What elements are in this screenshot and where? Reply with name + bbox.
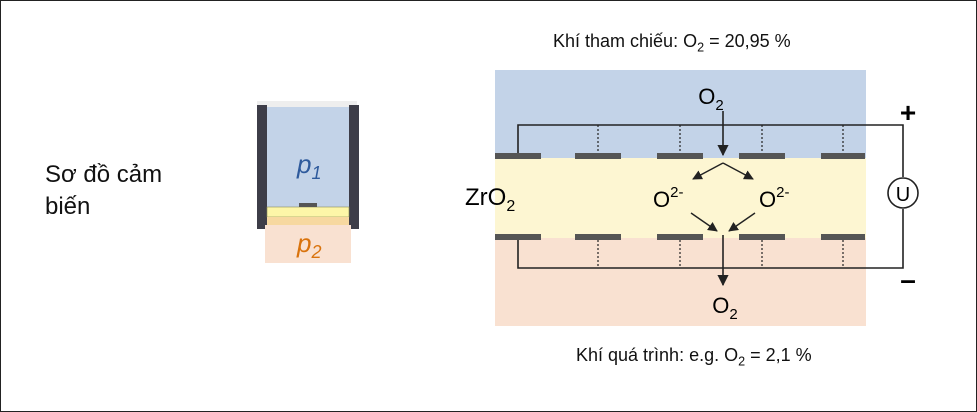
- top-collector-wire: [517, 124, 904, 177]
- plus-terminal: +: [900, 97, 916, 128]
- bottom-electrode: [495, 234, 541, 240]
- small-sensor-sketch: p1 p2: [257, 101, 359, 263]
- o2-bottom-label: O2: [712, 293, 737, 323]
- sensor-electrode: [299, 203, 317, 207]
- p2-chamber: [265, 225, 351, 263]
- sensor-cap-line: [257, 101, 357, 107]
- p2-label: p2: [296, 228, 321, 262]
- top-electrode: [739, 153, 785, 159]
- diagram-caption: Sơ đồ cảm biến: [45, 159, 162, 223]
- ion-merge-arrow-left: [690, 212, 718, 232]
- zro2-label: ZrO2: [465, 184, 515, 215]
- bottom-electrode: [739, 234, 785, 240]
- bottom-electrode: [575, 234, 621, 240]
- bottom-electrodes: [495, 234, 865, 240]
- minus-terminal: –: [900, 264, 916, 295]
- top-electrode: [657, 153, 703, 159]
- top-electrodes: [495, 153, 865, 159]
- p1-label: p1: [296, 149, 321, 183]
- sensor-lower-layer: [267, 217, 349, 225]
- p1-chamber: [265, 107, 349, 207]
- ion-merge-arrow-right: [728, 212, 756, 232]
- bottom-collector-wire: [517, 209, 904, 269]
- sensor-right-wall: [349, 105, 359, 229]
- caption-line-1: Sơ đồ cảm: [45, 161, 163, 188]
- reference-gas-zone: [495, 70, 866, 158]
- voltmeter: [887, 177, 919, 209]
- sensor-cell-diagram: U + – O2 O2- O2- ZrO2 O2: [465, 70, 919, 326]
- zro2-electrolyte: [495, 158, 866, 238]
- o2-top-label: O2: [698, 84, 723, 114]
- process-gas-zone: [495, 238, 866, 326]
- top-electrode: [495, 153, 541, 159]
- top-connectors: [597, 125, 844, 153]
- oxide-ion-right: O2-: [759, 184, 789, 212]
- ion-split-arrow-right: [722, 162, 754, 180]
- ion-split-arrow-left: [692, 162, 724, 180]
- oxide-ion-left: O2-: [653, 184, 683, 212]
- bottom-electrode: [821, 234, 865, 240]
- voltmeter-label: U: [896, 184, 910, 206]
- sensor-membrane: [266, 206, 350, 218]
- caption-line-2: biến: [45, 193, 91, 220]
- top-electrode: [575, 153, 621, 159]
- reference-gas-label: Khí tham chiếu: O2 = 20,95 %: [553, 31, 791, 55]
- bottom-connectors: [597, 240, 844, 268]
- process-gas-label: Khí quá trình: e.g. O2 = 2,1 %: [576, 345, 812, 369]
- sensor-left-wall: [257, 105, 267, 229]
- bottom-electrode: [657, 234, 703, 240]
- top-electrode: [821, 153, 865, 159]
